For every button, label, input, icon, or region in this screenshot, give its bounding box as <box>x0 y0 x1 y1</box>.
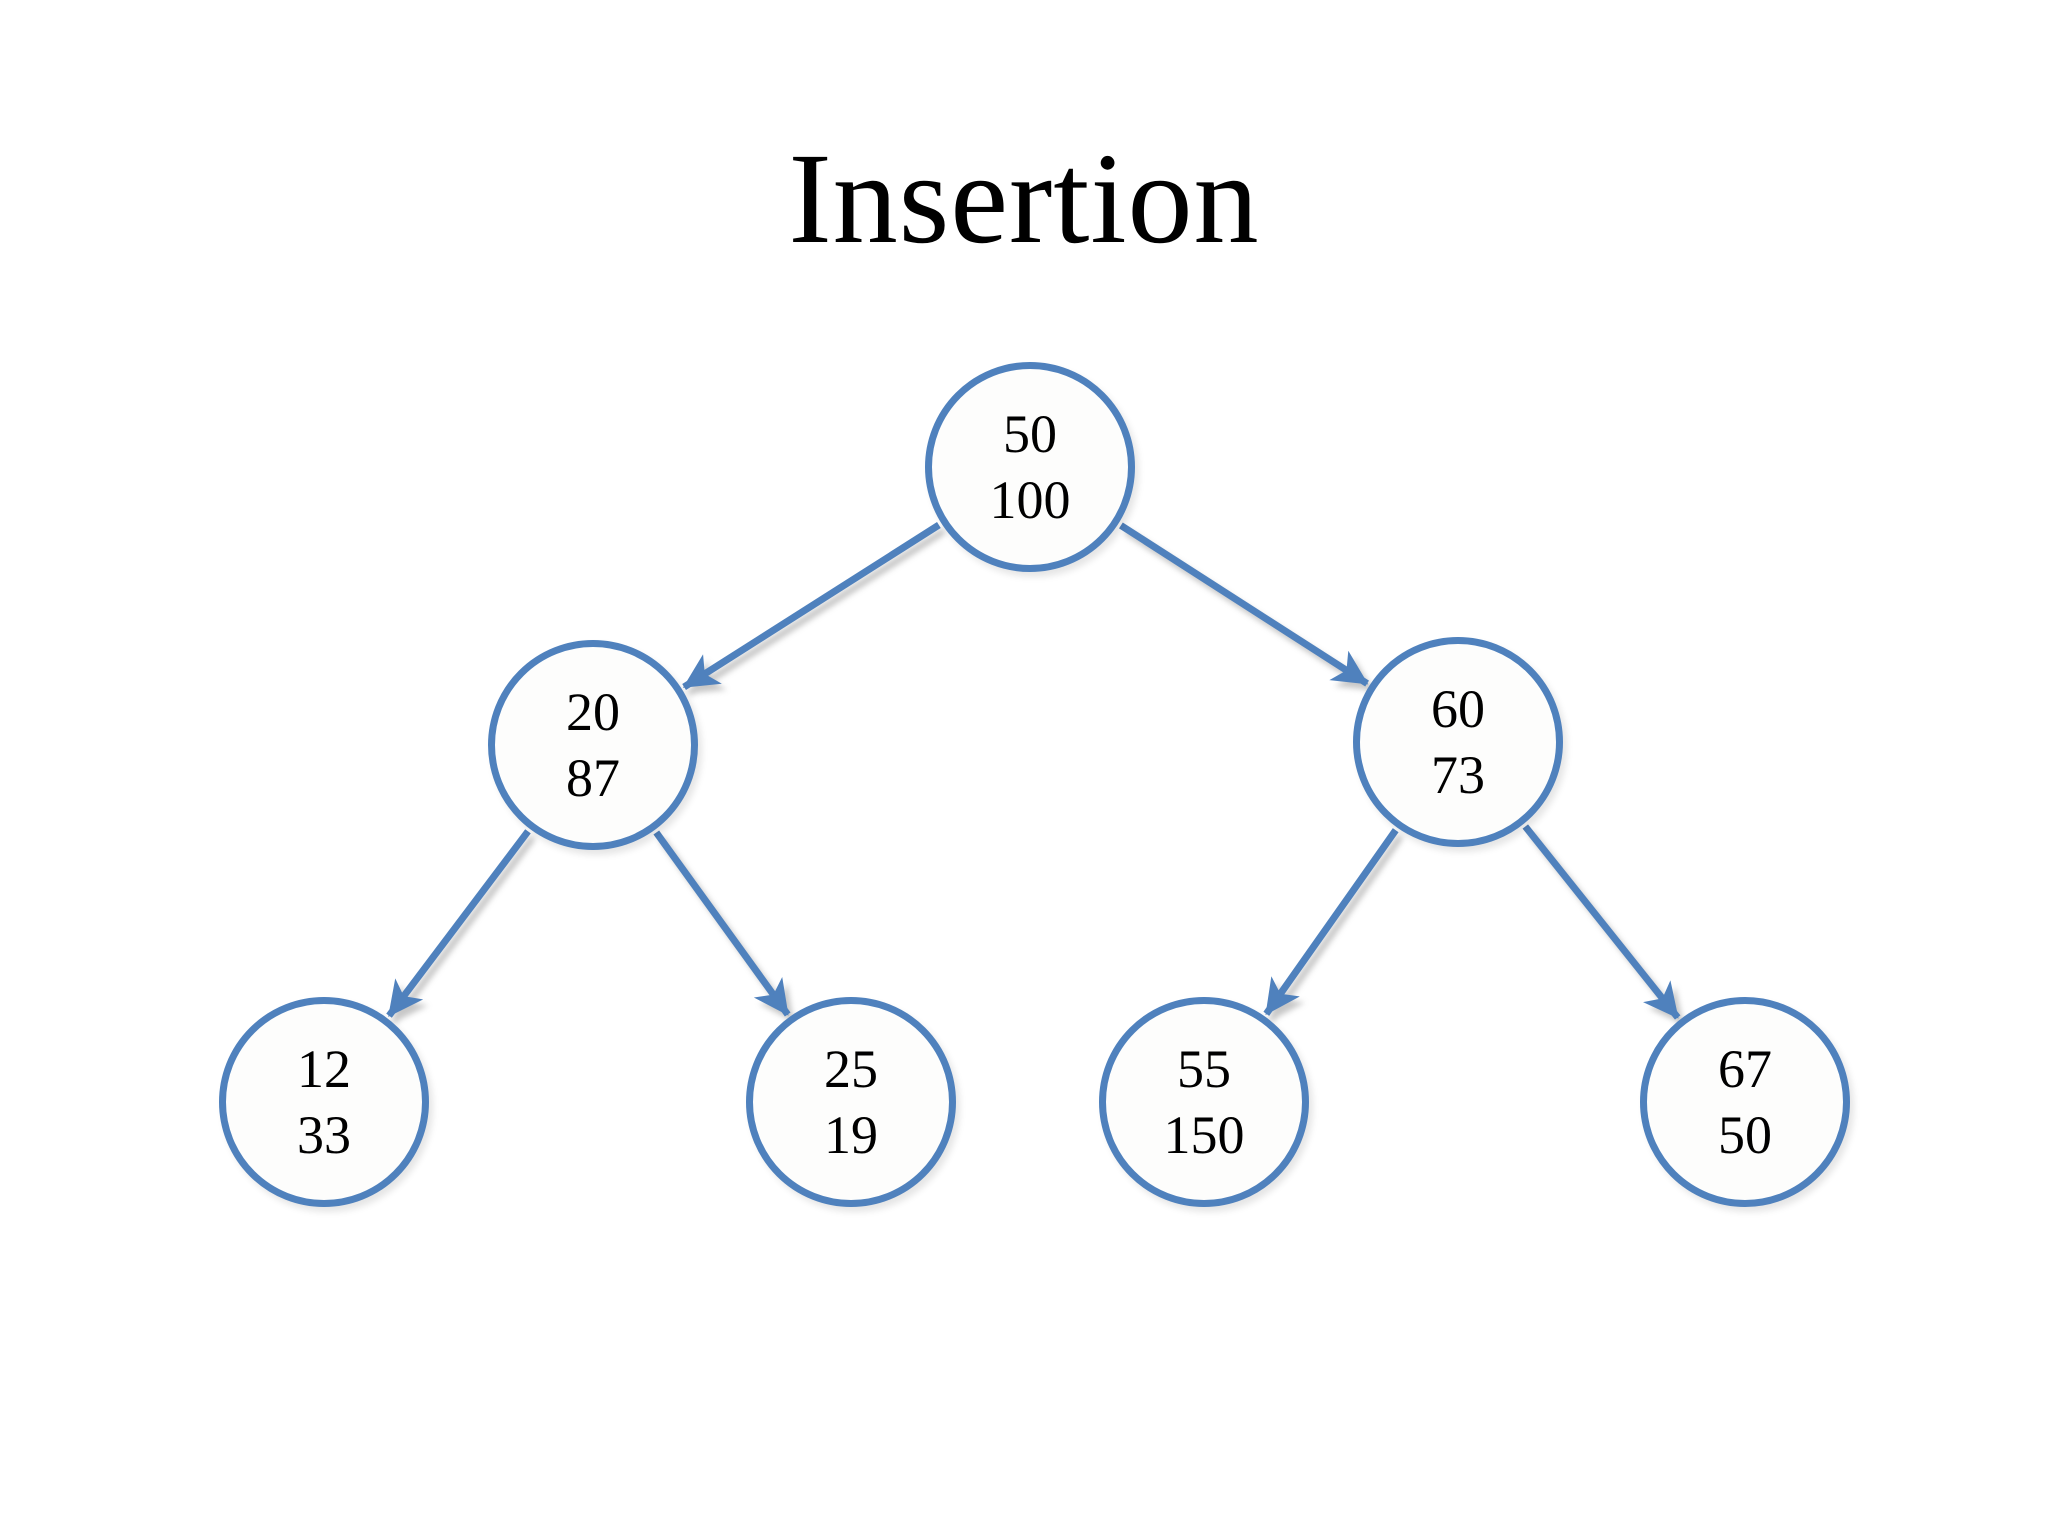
edge-60-67 <box>1522 824 1681 1020</box>
node-top-value: 12 <box>297 1039 351 1099</box>
tree-node-20: 20 87 <box>488 640 698 850</box>
tree-node-60: 60 73 <box>1353 637 1563 847</box>
node-top-value: 55 <box>1177 1039 1231 1099</box>
node-bottom-value: 87 <box>566 748 620 808</box>
tree-node-12: 12 33 <box>219 997 429 1207</box>
node-bottom-value: 50 <box>1718 1105 1772 1165</box>
node-top-value: 60 <box>1431 679 1485 739</box>
node-top-value: 20 <box>566 682 620 742</box>
node-bottom-value: 150 <box>1163 1105 1245 1165</box>
slide-title: Insertion <box>788 127 1260 271</box>
node-bottom-value: 73 <box>1431 745 1485 805</box>
node-bottom-value: 100 <box>989 470 1071 530</box>
tree-node-55: 55 150 <box>1099 997 1309 1207</box>
node-bottom-value: 19 <box>824 1105 878 1165</box>
node-top-value: 25 <box>824 1039 878 1099</box>
edge-20-12 <box>386 829 531 1018</box>
tree-node-25: 25 19 <box>746 997 956 1207</box>
node-bottom-value: 33 <box>297 1105 351 1165</box>
tree-node-50: 50 100 <box>925 362 1135 572</box>
edge-50-60 <box>1119 522 1369 687</box>
tree-node-67: 67 50 <box>1640 997 1850 1207</box>
node-top-value: 67 <box>1718 1039 1772 1099</box>
node-top-value: 50 <box>1003 404 1057 464</box>
edge-50-20 <box>682 522 941 690</box>
edge-20-25 <box>653 830 791 1017</box>
edge-60-55 <box>1263 828 1399 1016</box>
